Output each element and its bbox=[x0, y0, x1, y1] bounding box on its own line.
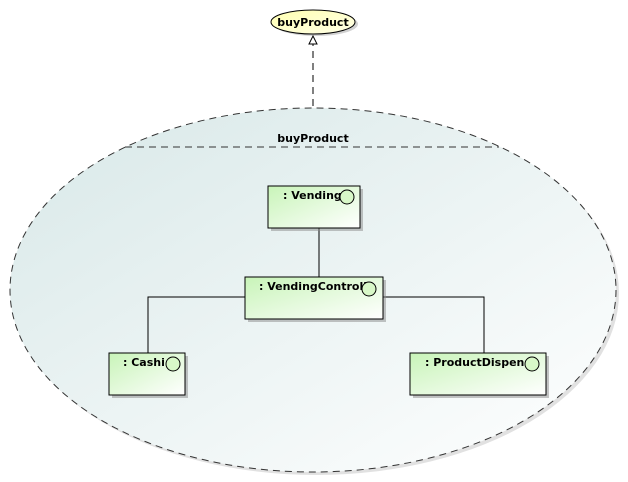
control-icon bbox=[339, 189, 355, 205]
lifeline-label: : VendingUI bbox=[283, 189, 355, 202]
lifeline-product-dispenser[interactable]: : ProductDispenser bbox=[409, 352, 549, 398]
use-case-buyproduct[interactable]: buyProduct bbox=[270, 9, 358, 36]
connector-controller-cashier[interactable] bbox=[147, 296, 245, 353]
lifeline-vending-ui[interactable]: : VendingUI bbox=[267, 185, 363, 231]
collaboration-label: buyProduct bbox=[277, 132, 348, 145]
lifeline-cashier[interactable]: : Cashier bbox=[108, 352, 188, 398]
control-icon bbox=[361, 281, 377, 297]
lifeline-label: : VendingController bbox=[259, 280, 380, 293]
realization-arrow[interactable] bbox=[308, 34, 318, 106]
lifeline-label: : Cashier bbox=[123, 356, 178, 369]
connector-controller-dispenser[interactable] bbox=[383, 296, 485, 353]
control-icon bbox=[165, 356, 181, 372]
control-icon bbox=[524, 356, 540, 372]
lifeline-label: : ProductDispenser bbox=[425, 356, 544, 369]
use-case-label: buyProduct bbox=[277, 16, 348, 29]
lifeline-vending-controller[interactable]: : VendingController bbox=[244, 276, 386, 322]
